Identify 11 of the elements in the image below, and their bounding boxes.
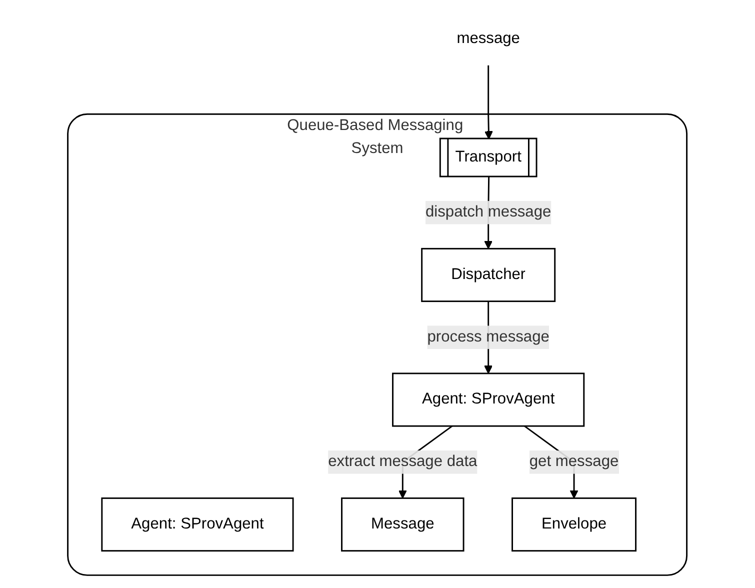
edge-label: extract message data xyxy=(328,453,478,470)
node-box: Agent: SProvAgent xyxy=(101,497,294,552)
node-box: Agent: SProvAgent xyxy=(392,372,585,427)
arrow xyxy=(484,65,494,140)
edge-label: dispatch message xyxy=(426,204,552,220)
node-box: Envelope xyxy=(512,497,637,552)
edge-label: process message xyxy=(427,328,550,346)
node-text: message xyxy=(456,30,520,47)
node-box: Message xyxy=(341,497,464,552)
edge-label: get message xyxy=(530,453,619,470)
node-box: Dispatcher xyxy=(421,248,556,302)
